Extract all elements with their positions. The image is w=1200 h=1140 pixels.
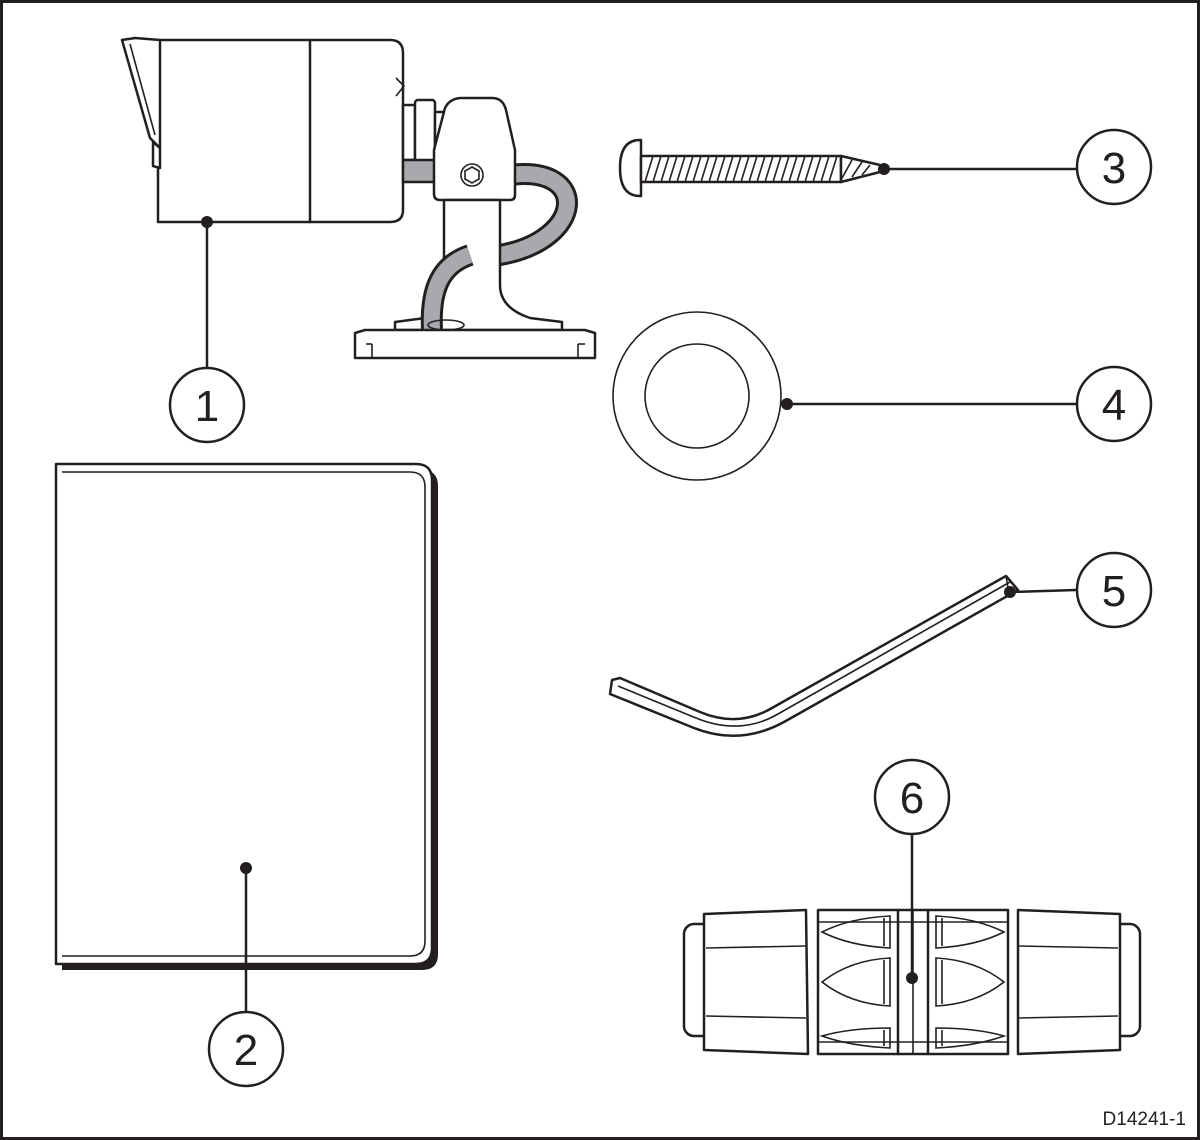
callout-3: 3: [1075, 128, 1153, 206]
leader-dot-1: [201, 216, 213, 228]
camera-with-mount-drawing: [120, 36, 597, 360]
callout-number: 6: [900, 774, 924, 823]
leader-5: [1009, 588, 1077, 594]
documentation-pack-drawing: [54, 462, 438, 970]
callout-number: 1: [195, 382, 219, 431]
hex-key-drawing: [608, 574, 1020, 737]
washer-drawing: [612, 311, 782, 481]
callout-5: 5: [1075, 551, 1153, 629]
leader-dot-2: [240, 862, 252, 874]
callout-1: 1: [168, 366, 246, 444]
callout-bubble: [1075, 551, 1153, 629]
leader-dot-5: [1004, 586, 1016, 598]
leader-dot-3: [878, 163, 890, 175]
leader-dot-6: [906, 972, 918, 984]
figure-id: D14241-1: [1103, 1109, 1186, 1130]
cable-coupler-drawing: [682, 908, 1142, 1056]
leader-dot-4: [781, 398, 793, 410]
callout-bubble: [1075, 365, 1153, 443]
leader-lines: [201, 163, 1077, 1012]
callout-bubble: [873, 758, 951, 836]
callout-number: 3: [1102, 144, 1126, 193]
callout-2: 2: [207, 1010, 285, 1088]
fixing-screw-drawing: [618, 138, 882, 198]
callout-number: 2: [234, 1026, 258, 1075]
callout-number: 4: [1102, 381, 1126, 430]
callout-number: 5: [1102, 567, 1126, 616]
callout-bubble: [207, 1010, 285, 1088]
callout-4: 4: [1075, 365, 1153, 443]
callout-bubble: [168, 366, 246, 444]
callout-bubble: [1075, 128, 1153, 206]
callout-6: 6: [873, 758, 951, 836]
